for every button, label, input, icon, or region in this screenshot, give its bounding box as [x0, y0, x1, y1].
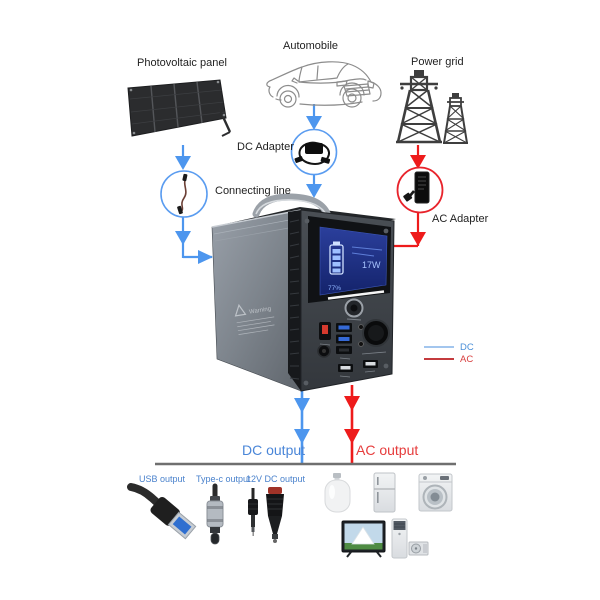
solar-panel-icon — [127, 79, 232, 137]
usb-ports — [336, 323, 352, 354]
device-side — [211, 209, 302, 392]
car-icon — [266, 61, 382, 108]
arrow-down-icon — [306, 184, 322, 198]
battery-icon — [329, 241, 344, 275]
warning-text: Warning — [249, 306, 272, 315]
legend-dc-line-swatch — [424, 346, 454, 348]
device-handle — [252, 193, 332, 220]
legend: DC AC — [424, 341, 474, 365]
legend-ac-line-swatch — [424, 358, 454, 360]
tower-small — [443, 93, 468, 144]
legend-row-ac: AC — [424, 353, 474, 365]
washing-machine-icon — [418, 473, 453, 512]
12v-dc-output-label: 12V DC output — [246, 474, 306, 484]
outdoor-unit-icon — [408, 541, 429, 556]
type-c-connector-icon — [206, 483, 224, 545]
usb-output-label: USB output — [139, 474, 186, 484]
led-indicator — [358, 324, 364, 330]
connecting-line-circle — [160, 170, 208, 218]
warning-label: Warning — [234, 303, 275, 335]
usb-a-connector-icon — [127, 483, 197, 540]
type-c-output-label: Type-c output — [196, 474, 251, 484]
power-grid-label: Power grid — [411, 56, 464, 68]
legend-row-dc: DC — [424, 341, 474, 353]
ac-adapter-label: AC Adapter — [432, 213, 489, 225]
tv-icon — [341, 520, 386, 558]
arrow-down-icon — [344, 429, 360, 444]
transmission-towers-icon — [396, 70, 468, 144]
ac-adapter-circle — [396, 166, 444, 214]
refrigerator-icon — [373, 472, 396, 513]
arrow-down-icon — [410, 155, 426, 169]
ac-adapter-icon — [403, 171, 430, 204]
arrow-down-icon — [344, 396, 360, 411]
car-plug-icon — [248, 487, 284, 543]
led-indicator — [358, 341, 364, 347]
connecting-line-label: Connecting line — [215, 185, 291, 197]
ac-connection-lines — [344, 145, 426, 464]
legend-dc-label: DC — [460, 341, 474, 353]
screen-underline — [327, 290, 385, 300]
screen-power-value: 17W — [362, 260, 381, 270]
dc-adapter-label: DC Adapter — [237, 141, 294, 153]
arrow-down-icon — [294, 398, 310, 413]
tower-large — [396, 70, 442, 144]
ac-output-label: AC output — [356, 442, 419, 458]
photovoltaic-panel-label: Photovoltaic panel — [137, 57, 227, 69]
air-conditioner-icon — [391, 518, 408, 559]
arrow-down-icon — [410, 232, 426, 246]
screen-battery-percent: 77% — [328, 285, 341, 292]
arrow-down-icon — [306, 116, 322, 130]
dc-adapter-icon — [294, 141, 331, 165]
legend-ac-label: AC — [460, 353, 474, 365]
automobile-label: Automobile — [283, 40, 339, 52]
arrow-down-icon — [294, 429, 310, 444]
light-bulb-icon — [324, 473, 351, 513]
arrow-down-icon — [175, 231, 191, 245]
dc-output-label: DC output — [242, 442, 306, 458]
device-vent-strip — [288, 210, 301, 391]
dc-adapter-circle — [290, 128, 338, 176]
arrow-right-icon — [198, 250, 213, 264]
portable-power-station: Warning — [211, 193, 396, 392]
arrow-down-icon — [175, 156, 191, 170]
cable-icon — [177, 173, 188, 215]
dc-connection-lines — [175, 104, 322, 464]
